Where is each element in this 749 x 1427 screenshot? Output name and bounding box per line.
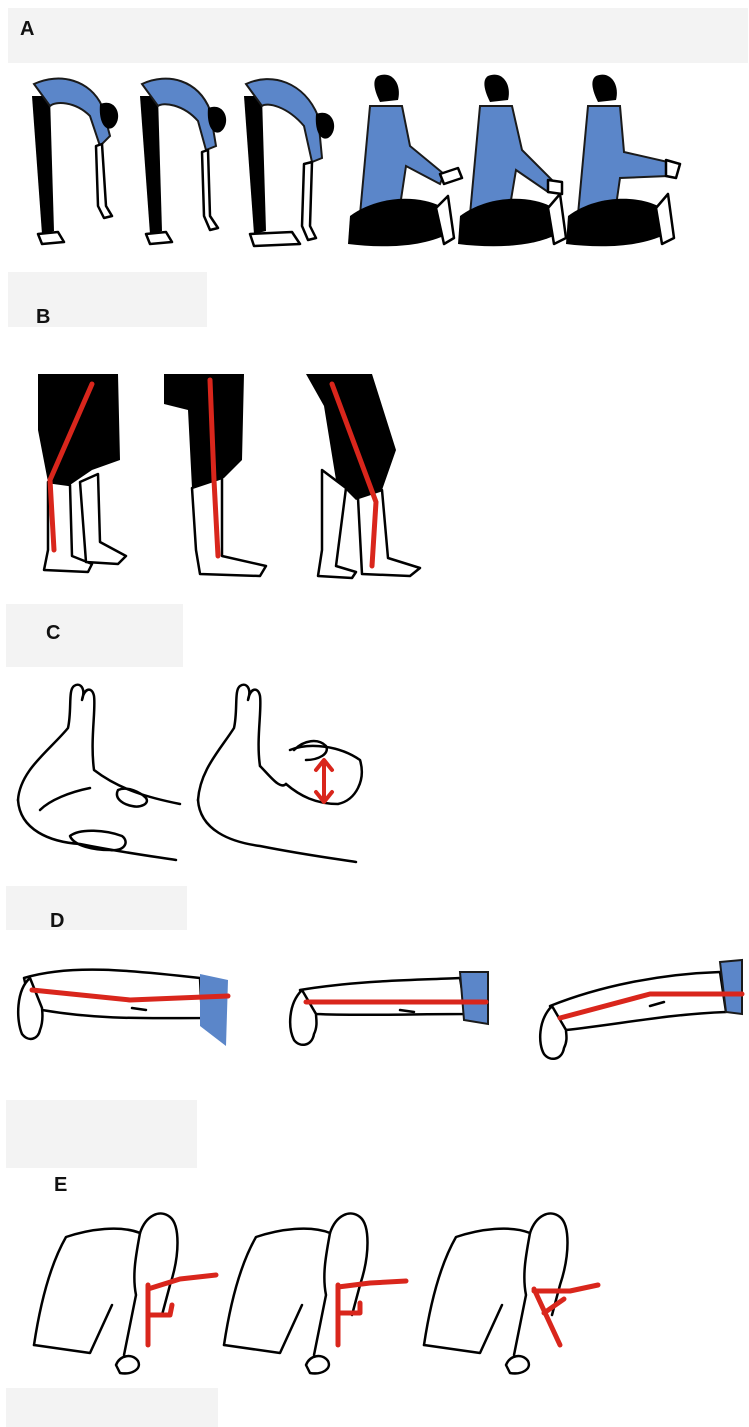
panel-a-illustration bbox=[10, 66, 690, 266]
hand-figure-relaxed bbox=[18, 685, 180, 860]
panel-c-label-band bbox=[6, 604, 183, 667]
seated-reach-figure-2 bbox=[458, 75, 566, 247]
standing-forward-bend-figure-1 bbox=[32, 79, 118, 244]
thumb-figure-3 bbox=[424, 1214, 598, 1374]
seated-reach-figure-3 bbox=[566, 75, 680, 247]
panel-b-label: B bbox=[36, 306, 50, 329]
forearm-figure-1 bbox=[18, 970, 228, 1046]
panel-e-label: E bbox=[54, 1174, 67, 1197]
panel-a-label: A bbox=[20, 18, 34, 41]
panel-d-label: D bbox=[50, 910, 64, 933]
panel-c-label: C bbox=[46, 622, 60, 645]
seated-reach-figure-1 bbox=[348, 75, 462, 247]
panel-d-label-band bbox=[6, 886, 187, 930]
standing-forward-bend-figure-3 bbox=[244, 79, 334, 246]
thumb-figure-1 bbox=[34, 1214, 216, 1374]
thumb-figure-2 bbox=[224, 1214, 406, 1374]
leg-figure-1 bbox=[38, 374, 126, 572]
standing-forward-bend-figure-2 bbox=[140, 79, 226, 244]
panel-d-illustration bbox=[10, 950, 749, 1060]
panel-e-label-band bbox=[6, 1100, 197, 1168]
forearm-figure-3 bbox=[540, 960, 742, 1059]
leg-figure-2 bbox=[164, 374, 266, 576]
hand-figure-palpation bbox=[198, 685, 362, 862]
panel-b-illustration bbox=[20, 370, 450, 590]
panel-e-illustration bbox=[20, 1195, 600, 1375]
panel-c-illustration bbox=[10, 680, 380, 870]
panel-a-label-band bbox=[8, 8, 748, 63]
leg-figure-3 bbox=[306, 374, 420, 578]
forearm-figure-2 bbox=[290, 972, 488, 1045]
bottom-label-band bbox=[6, 1388, 218, 1427]
